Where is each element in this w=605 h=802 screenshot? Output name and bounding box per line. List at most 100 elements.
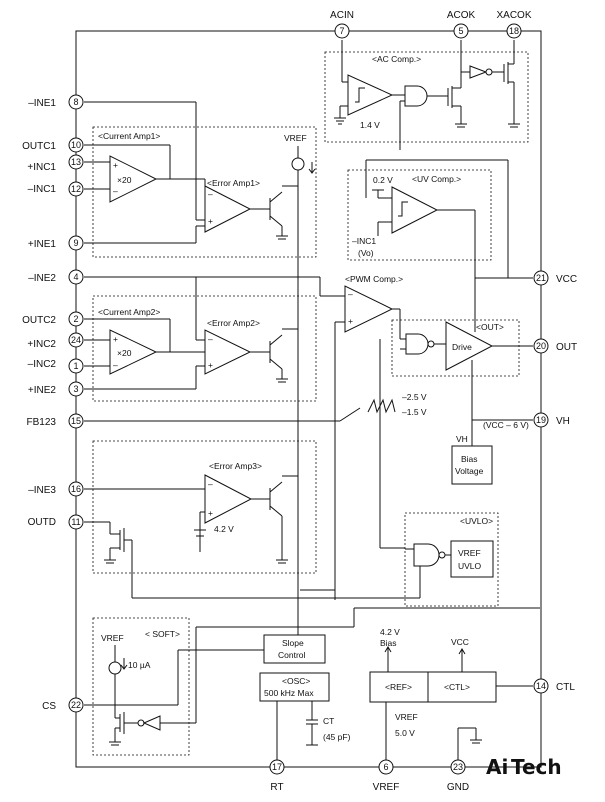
pin-gnd-label: GND — [447, 782, 469, 793]
current-amp1-label: <Current Amp1> — [98, 131, 160, 141]
svg-text:VCC: VCC — [451, 637, 469, 647]
ref-label: <REF> — [385, 682, 412, 692]
ct-val-label: (45 pF) — [323, 732, 351, 742]
saw-hi-label: –2.5 V — [402, 392, 427, 402]
svg-text:+: + — [348, 316, 353, 326]
current-amp2-label: <Current Amp2> — [98, 307, 160, 317]
pin-acok — [453, 23, 469, 39]
ac-and-gate — [404, 85, 428, 107]
svg-text:24: 24 — [71, 335, 81, 345]
svg-text:7: 7 — [339, 26, 344, 36]
svg-text:22: 22 — [71, 700, 81, 710]
svg-text:–: – — [208, 334, 213, 344]
soft-inverter — [142, 715, 161, 731]
pin-rt-label: RT — [270, 782, 283, 793]
pin-minc2-label: –INC2 — [28, 359, 57, 370]
svg-text:+: + — [208, 508, 213, 518]
pwm-comp-label: <PWM Comp.> — [345, 274, 403, 284]
svg-text:+: + — [208, 216, 213, 226]
soft-label: < SOFT> — [145, 629, 180, 639]
pin-ine1-label: –INE1 — [28, 98, 56, 109]
vref1-label: VREF — [284, 133, 307, 143]
pin-fb123-label: FB123 — [27, 417, 57, 428]
svg-text:16: 16 — [71, 484, 81, 494]
pin-xacok — [506, 23, 522, 39]
pin-acin — [334, 23, 350, 39]
gain1-label: ×20 — [117, 175, 132, 185]
left-pins: 8 –INE1 10 OUTC1 13 +INC1 12 –INC1 9 +IN… — [22, 94, 84, 713]
current-amp1-box — [92, 126, 317, 258]
soft-box — [92, 617, 190, 756]
logo-ai: Ai — [486, 755, 508, 779]
current-source-icon — [291, 157, 305, 171]
error-amp2-label: <Error Amp2> — [207, 318, 260, 328]
ac-comp-box — [324, 51, 529, 143]
sawtooth-icon — [367, 398, 396, 414]
svg-text:14: 14 — [536, 681, 546, 691]
right-pins: 21 VCC 20 OUT 19 VH 14 CTL — [533, 270, 577, 694]
svg-text:Voltage: Voltage — [455, 466, 484, 476]
gain2-label: ×20 — [117, 348, 132, 358]
uvlo-box — [404, 512, 499, 607]
svg-text:Bias: Bias — [380, 638, 397, 648]
soft-current-source-icon — [108, 661, 122, 675]
ref-ctl-block — [369, 671, 497, 703]
uvlo-and-gate — [413, 543, 440, 567]
svg-text:15: 15 — [71, 416, 81, 426]
bias-voltage-block — [451, 445, 493, 485]
bottom-pins: 17 RT 6 VREF 23 GND — [269, 759, 469, 793]
svg-text:–: – — [113, 186, 118, 196]
ac-comp-label: <AC Comp.> — [372, 54, 421, 64]
svg-text:<OSC>: <OSC> — [282, 676, 310, 686]
pin-vcc-label: VCC — [556, 274, 577, 285]
svg-text:20: 20 — [536, 341, 546, 351]
svg-text:+: + — [113, 160, 118, 170]
out-block-label: <OUT> — [476, 322, 504, 332]
svg-text:12: 12 — [71, 184, 81, 194]
svg-text:8: 8 — [73, 97, 78, 107]
ac-comparator — [347, 74, 394, 116]
vh-node-label: VH — [456, 434, 468, 444]
svg-text:–: – — [348, 289, 353, 299]
pin-outc1-label: OUTC1 — [22, 141, 56, 152]
pin-acok-label: ACOK — [447, 10, 476, 21]
vh-eq-label: (VCC – 6 V) — [483, 420, 529, 430]
pin-acin-label: ACIN — [330, 10, 354, 21]
uv-ref-label: 0.2 V — [373, 175, 393, 185]
svg-text:5: 5 — [458, 26, 463, 36]
ac-ref-label: 1.4 V — [360, 120, 380, 130]
svg-text:500 kHz Max: 500 kHz Max — [264, 688, 314, 698]
pin-xacok-label: XACOK — [496, 10, 531, 21]
ic-boundary — [75, 30, 542, 768]
svg-text:–: – — [208, 189, 213, 199]
error-amp1 — [204, 185, 252, 233]
svg-text:9: 9 — [73, 238, 78, 248]
svg-text:6: 6 — [383, 762, 388, 772]
svg-text:+: + — [113, 334, 118, 344]
out-box — [391, 319, 520, 377]
svg-text:Control: Control — [278, 650, 306, 660]
uv-comp-label: <UV Comp.> — [412, 174, 461, 184]
pin-ine3-label: –INE3 — [28, 485, 56, 496]
svg-text:21: 21 — [536, 273, 546, 283]
pin-vref-label: VREF — [373, 782, 400, 793]
uv-comparator — [391, 186, 439, 234]
osc-block — [259, 672, 330, 702]
slope-control-block — [263, 634, 326, 664]
svg-text:5.0 V: 5.0 V — [395, 728, 415, 738]
svg-text:1: 1 — [73, 361, 78, 371]
svg-text:13: 13 — [71, 157, 81, 167]
svg-text:19: 19 — [536, 415, 546, 425]
svg-text:–: – — [208, 479, 213, 489]
svg-text:VREF: VREF — [395, 712, 418, 722]
svg-text:4.2 V: 4.2 V — [380, 627, 400, 637]
ctl-block-label: <CTL> — [444, 682, 470, 692]
svg-text:3: 3 — [73, 384, 78, 394]
error-amp3-box — [92, 440, 317, 574]
current-amp1 — [109, 155, 158, 203]
soft-i-label: 10 µA — [128, 660, 151, 670]
pwm-comparator — [344, 285, 394, 333]
pin-minc1-label: –INC1 — [28, 184, 57, 195]
